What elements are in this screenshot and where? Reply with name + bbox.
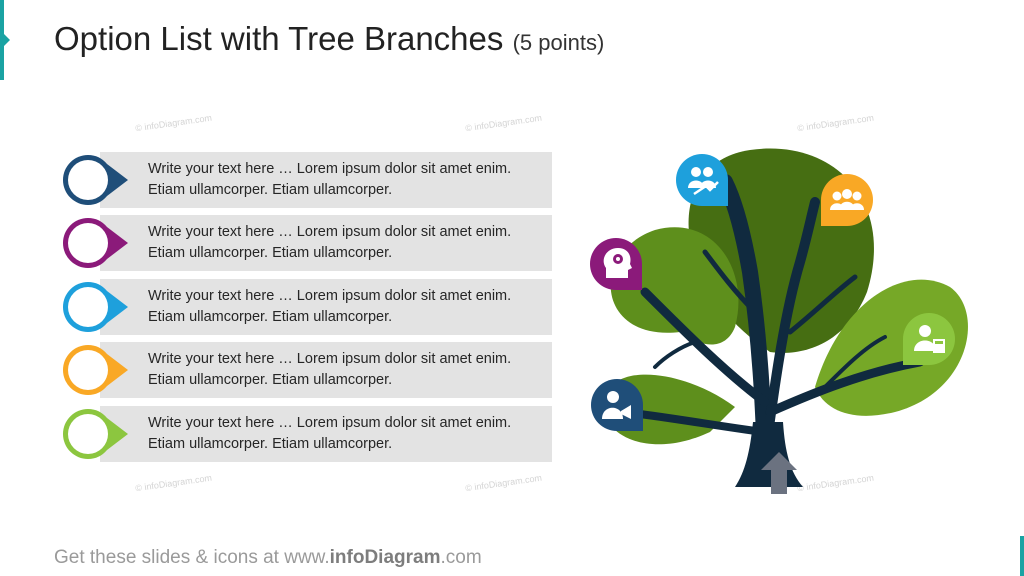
watermark: © infoDiagram.com <box>796 112 875 134</box>
page-title: Option List with Tree Branches (5 points… <box>54 20 604 58</box>
footer-brand: infoDiagram <box>329 547 441 568</box>
option-item-3: Write your text here … Lorem ipsum dolor… <box>60 279 552 335</box>
head-gear-icon <box>590 238 642 290</box>
watermark: © infoDiagram.com <box>134 472 213 494</box>
option-text: Write your text here … Lorem ipsum dolor… <box>148 224 512 261</box>
option-bar <box>100 279 552 335</box>
option-bar <box>100 342 552 398</box>
title-main: Option List with Tree Branches <box>54 20 504 57</box>
person-calculator-icon <box>903 313 955 365</box>
watermark: © infoDiagram.com <box>134 112 213 134</box>
watermark-text: infoDiagram.com <box>473 472 543 493</box>
footer-suffix: .com <box>440 547 482 568</box>
tree-illustration <box>590 148 968 494</box>
option-item-1: Write your text here … Lorem ipsum dolor… <box>60 152 552 208</box>
option-bar <box>100 152 552 208</box>
group-icon <box>821 174 873 226</box>
watermark-text: infoDiagram.com <box>473 112 543 133</box>
pin-marker-icon <box>62 218 128 268</box>
option-text: Write your text here … Lorem ipsum dolor… <box>148 161 512 198</box>
person-megaphone-icon <box>591 379 643 431</box>
people-growth-icon <box>676 154 728 206</box>
option-item-2: Write your text here … Lorem ipsum dolor… <box>60 215 552 271</box>
option-text: Write your text here … Lorem ipsum dolor… <box>148 288 512 325</box>
watermark: © infoDiagram.com <box>464 112 543 134</box>
title-sub: (5 points) <box>512 30 605 55</box>
pin-marker-icon <box>62 345 128 395</box>
option-text: Write your text here … Lorem ipsum dolor… <box>148 351 512 388</box>
pin-marker-icon <box>62 409 128 459</box>
option-item-5: Write your text here … Lorem ipsum dolor… <box>60 406 552 462</box>
option-bar <box>100 406 552 462</box>
option-text: Write your text here … Lorem ipsum dolor… <box>148 415 512 452</box>
footer-prefix: Get these slides & icons at www. <box>54 547 330 568</box>
pin-marker-icon <box>62 282 128 332</box>
tree-trunk <box>636 174 925 470</box>
pin-marker-icon <box>62 155 128 205</box>
footer-text: Get these slides & icons at www.infoDiag… <box>54 547 482 569</box>
option-bar <box>100 215 552 271</box>
watermark-text: infoDiagram.com <box>143 472 213 493</box>
watermark-text: infoDiagram.com <box>805 112 875 133</box>
right-accent-bar <box>1020 536 1024 576</box>
watermark: © infoDiagram.com <box>464 472 543 494</box>
left-accent-bar <box>0 0 10 80</box>
arrow-up-icon <box>761 452 797 494</box>
watermark-text: infoDiagram.com <box>143 112 213 133</box>
option-item-4: Write your text here … Lorem ipsum dolor… <box>60 342 552 398</box>
